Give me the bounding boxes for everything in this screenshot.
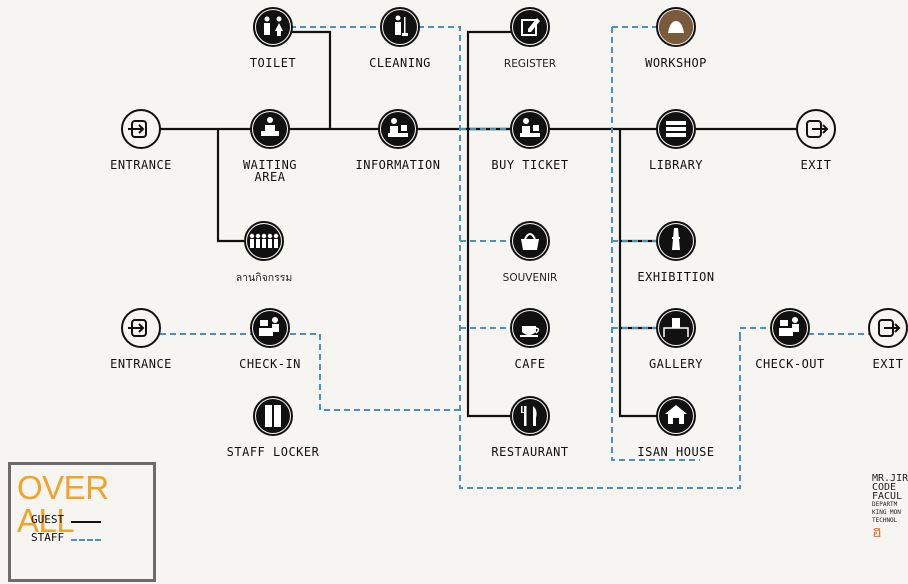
books-icon-glyph: [659, 112, 693, 146]
node-information[interactable]: INFORMATION: [356, 109, 441, 172]
node-label-restaurant: RESTAURANT: [491, 445, 568, 459]
node-label-cafe: CAFE: [515, 357, 546, 371]
guest-line-exhibits: [620, 239, 658, 330]
legend-title: OVER ALL: [17, 469, 109, 539]
exit-icon-glyph: [806, 120, 829, 138]
node-exit1[interactable]: EXIT: [796, 109, 836, 172]
guest-line-toilet: [288, 30, 332, 129]
staff-line-shops: [460, 240, 512, 329]
node-library[interactable]: LIBRARY: [649, 109, 703, 172]
coffee-cup-icon-glyph: [513, 311, 547, 345]
university-logo: ฮ: [872, 522, 882, 541]
staff-line-checkin-locker: [290, 333, 460, 411]
node-stafflocker[interactable]: STAFF LOCKER: [227, 396, 320, 459]
node-label-gallery: GALLERY: [649, 357, 703, 371]
entrance-icon-glyph: [128, 120, 147, 138]
node-label-checkin: CHECK-IN: [239, 357, 301, 371]
guest-line-activity: [216, 129, 244, 243]
nodes: TOILET CLEANING REGISTER WORKSHOP ENTRANCE WA…: [110, 7, 908, 459]
node-label-information: INFORMATION: [356, 158, 441, 172]
node-label-activity: ลานกิจกรรม: [236, 272, 293, 284]
node-entrance1[interactable]: ENTRANCE: [110, 109, 172, 172]
node-label-exhibition: EXHIBITION: [637, 270, 714, 284]
ticket-desk-icon-glyph: [513, 112, 547, 146]
legend-guest-label: GUEST: [31, 513, 65, 526]
node-checkout[interactable]: CHECK-OUT: [755, 308, 825, 371]
node-label-souvenir: SOUVENIR: [503, 272, 558, 284]
node-label-exit2: EXIT: [873, 357, 904, 371]
legend-staff-label: STAFF: [31, 531, 65, 544]
legend-guest-line: [71, 521, 101, 523]
node-activity[interactable]: ลานกิจกรรม: [236, 221, 293, 284]
house-icon-glyph: [659, 399, 693, 433]
node-label-stafflocker: STAFF LOCKER: [227, 445, 320, 459]
hands-workshop-icon-glyph: [659, 10, 693, 44]
guest-line-library-branch: [618, 129, 658, 418]
connections: [160, 26, 870, 489]
node-label-toilet: TOILET: [250, 56, 296, 70]
credit-line-4: DEPARTM: [872, 501, 898, 508]
node-checkin[interactable]: CHECK-IN: [239, 308, 301, 371]
node-label-library: LIBRARY: [649, 158, 703, 172]
node-cleaning[interactable]: CLEANING: [369, 7, 431, 70]
entrance-icon-glyph: [128, 319, 147, 337]
toilet-icon-glyph: [256, 10, 290, 44]
exit-icon-glyph: [878, 319, 901, 337]
node-label-checkout: CHECK-OUT: [755, 357, 825, 371]
node-isanhouse[interactable]: ISAN HOUSE: [637, 396, 714, 459]
node-souvenir[interactable]: SOUVENIR: [503, 221, 558, 284]
node-label-register: REGISTER: [504, 58, 556, 70]
node-label-entrance2: ENTRANCE: [110, 357, 172, 371]
node-register[interactable]: REGISTER: [504, 7, 556, 70]
node-label-isanhouse: ISAN HOUSE: [637, 445, 714, 459]
node-label-buyticket: BUY TICKET: [491, 158, 568, 172]
credit-line-1: MR.JIR: [872, 474, 908, 484]
node-entrance2[interactable]: ENTRANCE: [110, 308, 172, 371]
check-in-desk-icon-glyph: [253, 311, 287, 345]
node-gallery[interactable]: GALLERY: [649, 308, 703, 371]
cleaning-staff-icon-glyph: [383, 10, 417, 44]
node-exhibition[interactable]: EXHIBITION: [637, 221, 714, 284]
legend: OVER ALL GUEST STAFF: [8, 462, 156, 582]
staff-line-exhibit-staff: [612, 240, 658, 329]
legend-staff-line: [71, 539, 101, 541]
node-workshop[interactable]: WORKSHOP: [645, 7, 707, 70]
information-desk-icon-glyph: [381, 112, 415, 146]
staff-line-right-branch: [611, 27, 700, 461]
node-restaurant[interactable]: RESTAURANT: [491, 396, 568, 459]
credit-line-2: CODE: [872, 482, 897, 493]
credit-line-3: FACUL: [872, 491, 903, 502]
node-cafe[interactable]: CAFE: [510, 308, 550, 371]
bag-icon-glyph: [513, 224, 547, 258]
author-credit: MR.JIR CODE FACUL DEPARTM KING MON TECHN…: [872, 474, 908, 584]
seated-person-icon-glyph: [253, 112, 287, 146]
staff-line-cleaning-main: [418, 26, 772, 489]
node-label-workshop: WORKSHOP: [645, 56, 707, 70]
node-buyticket[interactable]: BUY TICKET: [491, 109, 568, 172]
credit-line-6: TECHNOL: [872, 517, 898, 524]
credit-line-5: KING MON: [872, 509, 901, 516]
people-group-icon-glyph: [247, 224, 281, 258]
gallery-exhibit-icon-glyph: [659, 311, 693, 345]
node-label-entrance1: ENTRANCE: [110, 158, 172, 172]
node-toilet[interactable]: TOILET: [250, 7, 296, 70]
check-out-desk-icon-glyph: [773, 311, 807, 345]
tower-icon-glyph: [659, 224, 693, 258]
node-exit2[interactable]: EXIT: [868, 308, 908, 371]
node-label-waiting: WAITING: [243, 158, 297, 172]
node-label-cleaning: CLEANING: [369, 56, 431, 70]
node-label-exit1: EXIT: [801, 158, 832, 172]
node-label-waiting: AREA: [255, 170, 286, 184]
guest-line-register-restaurant: [466, 30, 512, 418]
pencil-edit-icon-glyph: [513, 10, 547, 44]
fork-knife-icon-glyph: [513, 399, 547, 433]
locker-icon-glyph: [256, 399, 290, 433]
